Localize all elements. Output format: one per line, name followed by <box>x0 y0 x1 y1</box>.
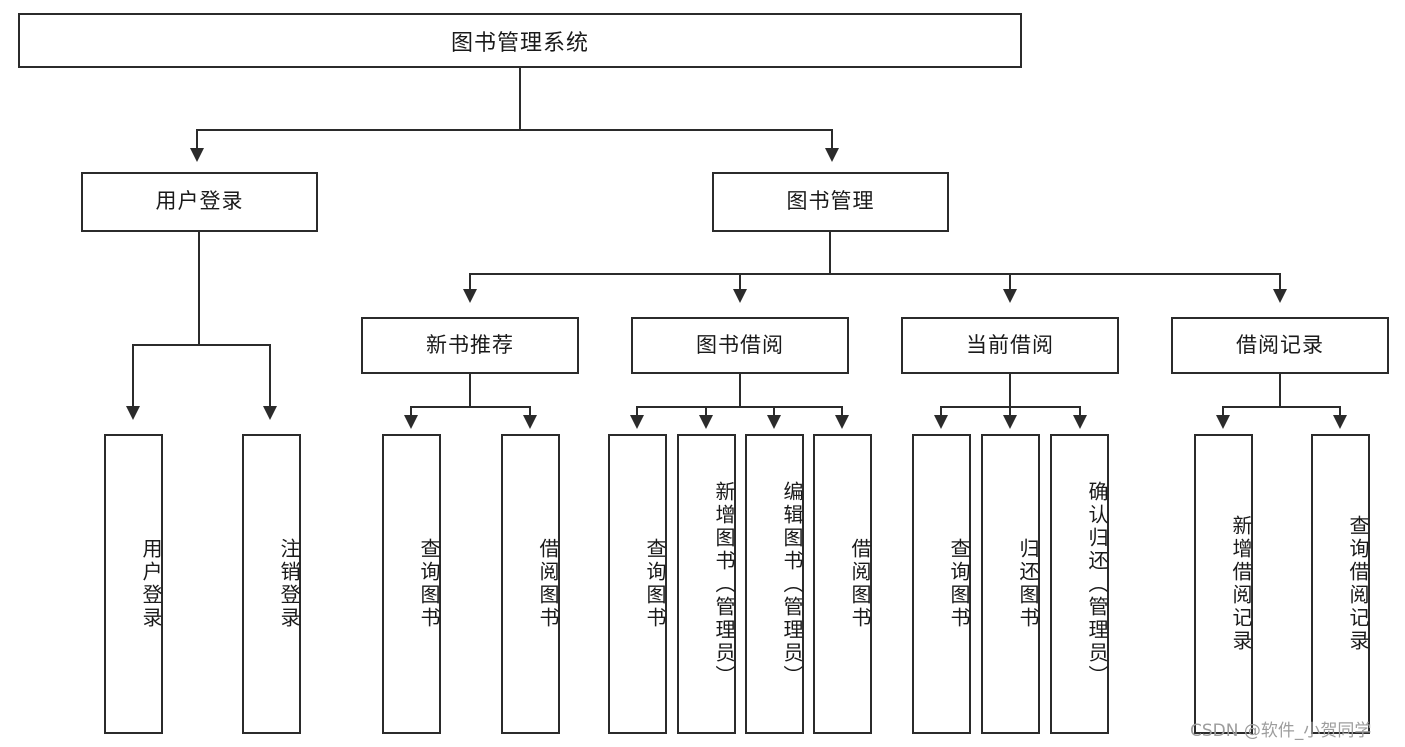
edge-new-book-stem <box>469 374 471 407</box>
edge-book-borrow-to-leaf-2 <box>773 406 775 418</box>
node-current-borrow[interactable]: 当前借阅 <box>901 317 1119 374</box>
arrow-current-borrow-leaf-1 <box>1003 415 1017 429</box>
node-book-management[interactable]: 图书管理 <box>712 172 949 232</box>
arrow-new-book-leaf-1 <box>523 415 537 429</box>
edge-current-borrow-to-leaf-0 <box>940 406 942 418</box>
arrow-borrow-record-leaf-0 <box>1216 415 1230 429</box>
node-label: 编辑图书（管理员） <box>780 480 804 688</box>
leaf-book-borrow-1[interactable]: 新增图书（管理员） <box>677 434 736 734</box>
edge-book-mgmt-to-l3-0 <box>469 273 471 291</box>
node-label: 确认归还（管理员） <box>1085 480 1109 688</box>
node-user-login[interactable]: 用户登录 <box>81 172 318 232</box>
arrow-to-book-mgmt <box>825 148 839 162</box>
edge-borrow-record-to-leaf-1 <box>1339 406 1341 418</box>
leaf-new-book-0[interactable]: 查询图书 <box>382 434 441 734</box>
node-label: 借阅记录 <box>1236 332 1324 357</box>
node-label: 查询图书 <box>417 538 441 630</box>
edge-book-mgmt-bus <box>469 273 1281 275</box>
node-label: 用户登录 <box>155 189 244 214</box>
node-label: 借阅图书 <box>536 538 560 630</box>
edge-book-borrow-to-leaf-0 <box>636 406 638 418</box>
arrow-book-borrow-leaf-3 <box>835 415 849 429</box>
arrow-current-borrow-leaf-2 <box>1073 415 1087 429</box>
edge-new-book-to-leaf-0 <box>410 406 412 418</box>
node-label: 图书管理系统 <box>450 30 589 56</box>
edge-current-borrow-stem <box>1009 374 1011 407</box>
arrow-to-user-login <box>190 148 204 162</box>
arrow-l3-new-book <box>463 289 477 303</box>
arrow-current-borrow-leaf-0 <box>934 415 948 429</box>
leaf-current-borrow-2[interactable]: 确认归还（管理员） <box>1050 434 1109 734</box>
node-label: 新增借阅记录 <box>1229 515 1253 653</box>
leaf-book-borrow-0[interactable]: 查询图书 <box>608 434 667 734</box>
watermark-text: CSDN @软件_小贺同学 <box>1190 721 1372 741</box>
edge-user-login-bus <box>132 344 269 346</box>
edge-user-login-to-leaf-0 <box>132 344 134 409</box>
arrow-user-login-leaf-0 <box>126 406 140 420</box>
edge-root-stem <box>519 68 521 130</box>
node-label: 当前借阅 <box>966 332 1054 357</box>
edge-book-borrow-bus <box>636 406 843 408</box>
node-label: 图书借阅 <box>696 332 784 357</box>
arrow-book-borrow-leaf-1 <box>699 415 713 429</box>
leaf-book-borrow-3[interactable]: 借阅图书 <box>813 434 872 734</box>
node-label: 归还图书 <box>1016 538 1040 630</box>
edge-book-borrow-to-leaf-1 <box>705 406 707 418</box>
edge-book-mgmt-to-l3-1 <box>739 273 741 291</box>
node-label: 查询借阅记录 <box>1346 515 1370 653</box>
leaf-user-login-1[interactable]: 注销登录 <box>242 434 301 734</box>
leaf-borrow-record-1[interactable]: 查询借阅记录 <box>1311 434 1370 734</box>
edge-user-login-to-leaf-1 <box>269 344 271 409</box>
node-new-book-recommend[interactable]: 新书推荐 <box>361 317 579 374</box>
node-label: 查询图书 <box>643 538 667 630</box>
edge-book-borrow-stem <box>739 374 741 407</box>
edge-user-login-stem <box>198 232 200 345</box>
leaf-current-borrow-1[interactable]: 归还图书 <box>981 434 1040 734</box>
edge-root-bus <box>196 129 833 131</box>
arrow-book-borrow-leaf-0 <box>630 415 644 429</box>
arrow-new-book-leaf-0 <box>404 415 418 429</box>
arrow-l3-current-borrow <box>1003 289 1017 303</box>
node-label: 新书推荐 <box>426 332 514 357</box>
node-root-system[interactable]: 图书管理系统 <box>18 13 1022 68</box>
node-label: 查询图书 <box>947 538 971 630</box>
leaf-user-login-0[interactable]: 用户登录 <box>104 434 163 734</box>
arrow-l3-borrow-record <box>1273 289 1287 303</box>
edge-book-mgmt-stem <box>829 232 831 274</box>
edge-root-to-book-mgmt <box>831 129 833 151</box>
node-book-borrow[interactable]: 图书借阅 <box>631 317 849 374</box>
node-label: 借阅图书 <box>848 538 872 630</box>
edge-current-borrow-to-leaf-1 <box>1009 406 1011 418</box>
edge-current-borrow-to-leaf-2 <box>1079 406 1081 418</box>
leaf-current-borrow-0[interactable]: 查询图书 <box>912 434 971 734</box>
leaf-borrow-record-0[interactable]: 新增借阅记录 <box>1194 434 1253 734</box>
edge-book-mgmt-to-l3-3 <box>1279 273 1281 291</box>
node-label: 新增图书（管理员） <box>712 480 736 688</box>
node-label: 用户登录 <box>139 538 163 630</box>
node-borrow-record[interactable]: 借阅记录 <box>1171 317 1389 374</box>
edge-new-book-bus <box>410 406 531 408</box>
leaf-book-borrow-2[interactable]: 编辑图书（管理员） <box>745 434 804 734</box>
edge-book-borrow-to-leaf-3 <box>841 406 843 418</box>
node-label: 图书管理 <box>786 189 875 214</box>
edge-borrow-record-stem <box>1279 374 1281 407</box>
leaf-new-book-1[interactable]: 借阅图书 <box>501 434 560 734</box>
arrow-user-login-leaf-1 <box>263 406 277 420</box>
edge-borrow-record-bus <box>1222 406 1341 408</box>
edge-borrow-record-to-leaf-0 <box>1222 406 1224 418</box>
edge-new-book-to-leaf-1 <box>529 406 531 418</box>
edge-root-to-user-login <box>196 129 198 151</box>
node-label: 注销登录 <box>277 538 301 630</box>
arrow-l3-borrow-book <box>733 289 747 303</box>
arrow-book-borrow-leaf-2 <box>767 415 781 429</box>
arrow-borrow-record-leaf-1 <box>1333 415 1347 429</box>
edge-book-mgmt-to-l3-2 <box>1009 273 1011 291</box>
